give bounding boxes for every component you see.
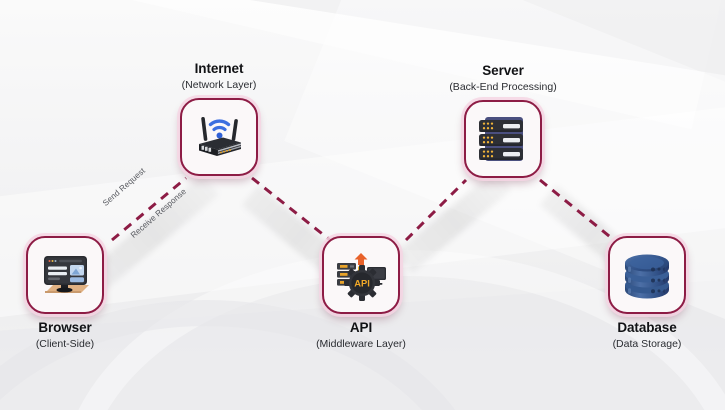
node-database-labels: Database (Data Storage) (542, 320, 725, 351)
api-gear-icon: API (331, 245, 391, 305)
wifi-router-icon (189, 107, 249, 167)
node-browser[interactable]: Browser (Client-Side) (26, 236, 104, 350)
api-gear-text: API (354, 278, 370, 289)
node-browser-card[interactable] (26, 236, 104, 314)
node-server-subtitle: (Back-End Processing) (449, 80, 557, 93)
node-internet-title: Internet (194, 61, 244, 77)
node-database[interactable]: Database (Data Storage) (608, 236, 686, 350)
server-rack-icon (473, 109, 533, 169)
node-database-title: Database (617, 320, 677, 335)
node-api-subtitle: (Middleware Layer) (316, 337, 406, 350)
node-api[interactable]: API API (Middleware Layer) (316, 236, 406, 350)
node-server[interactable]: Server (Back-End Processing) (449, 63, 557, 178)
node-api-title: API (349, 320, 373, 335)
node-internet-subtitle: (Network Layer) (181, 78, 257, 91)
node-internet-card[interactable] (180, 98, 258, 176)
node-database-subtitle: (Data Storage) (612, 337, 682, 350)
database-cylinder-icon (617, 245, 677, 305)
node-server-card[interactable] (464, 100, 542, 178)
node-browser-labels: Browser (Client-Side) (0, 320, 170, 351)
node-database-card[interactable] (608, 236, 686, 314)
node-server-labels: Server (Back-End Processing) (398, 63, 608, 94)
node-browser-title: Browser (38, 320, 92, 335)
node-api-labels: API (Middleware Layer) (256, 320, 466, 351)
node-internet[interactable]: Internet (Network Layer) (180, 61, 258, 176)
node-api-card[interactable]: API (322, 236, 400, 314)
node-server-title: Server (482, 63, 524, 79)
node-internet-labels: Internet (Network Layer) (114, 61, 324, 92)
node-browser-subtitle: (Client-Side) (35, 337, 95, 350)
monitor-browser-icon (35, 245, 95, 305)
